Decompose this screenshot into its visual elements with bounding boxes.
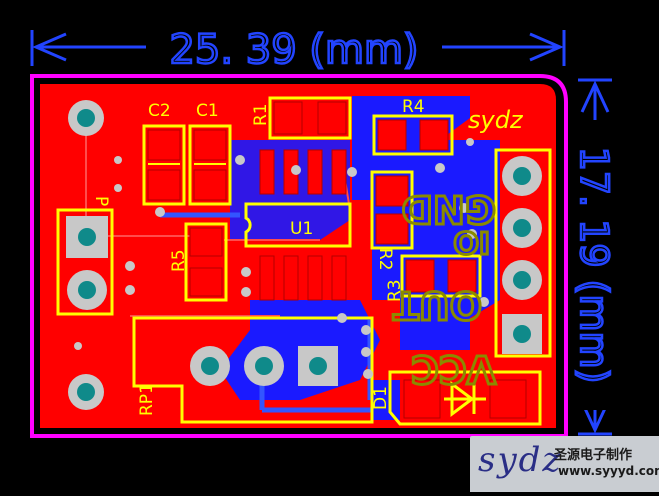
c2-pad bbox=[147, 169, 181, 201]
silkscreen-outlines bbox=[56, 96, 552, 426]
brand-mark: sydz bbox=[468, 106, 524, 134]
u1-designator: U1 bbox=[290, 219, 313, 239]
width-dimension: 25. 39 (mm) bbox=[30, 26, 566, 74]
watermark-url: www.syyyd.com bbox=[558, 464, 659, 478]
r1-designator: R1 bbox=[251, 103, 271, 126]
c2-designator: C2 bbox=[148, 101, 171, 121]
r1-pad bbox=[273, 101, 303, 135]
r4-pad bbox=[419, 119, 449, 151]
watermark-company: 圣源电子制作 bbox=[554, 448, 633, 463]
io-label: IO bbox=[453, 224, 490, 259]
c1-designator: C1 bbox=[196, 101, 219, 121]
vias bbox=[74, 138, 489, 379]
smd-pads bbox=[147, 101, 527, 419]
rp1-designator: RP1 bbox=[137, 383, 157, 416]
r4-designator: R4 bbox=[402, 97, 425, 117]
r5-pad bbox=[189, 267, 223, 297]
height-dimension: 17. 19 (mm) bbox=[571, 78, 617, 436]
watermark-logo: sydz bbox=[478, 440, 563, 480]
diode-symbol-icon bbox=[444, 381, 486, 417]
c2-pad bbox=[147, 129, 181, 161]
r3-pad bbox=[405, 259, 435, 293]
r3-designator: R3 bbox=[385, 279, 405, 302]
through-hole-pads bbox=[66, 100, 542, 410]
r1-pad bbox=[317, 101, 347, 135]
out-label: OUT bbox=[393, 283, 482, 327]
r3-pad bbox=[447, 259, 477, 293]
r2-pad bbox=[375, 213, 409, 245]
p-designator: P bbox=[91, 196, 111, 206]
d1-pad bbox=[403, 379, 441, 419]
d1-pad bbox=[489, 379, 527, 419]
watermark-banner: sydz 圣源电子制作 www.syyyd.com bbox=[470, 436, 659, 492]
r4-pad bbox=[377, 119, 407, 151]
gnd-label: GND bbox=[401, 187, 496, 231]
designators: C2 C1 R1 R4 sydz P U1 R5 R2 R3 RP1 D1 bbox=[91, 97, 524, 416]
r2-pad bbox=[375, 175, 409, 207]
u1-pins bbox=[259, 149, 347, 301]
vcc-label: VCC bbox=[411, 347, 496, 391]
bottom-silk-labels: GND IO OUT VCC bbox=[391, 186, 497, 393]
width-dimension-label: 25. 39 (mm) bbox=[169, 27, 418, 73]
bottom-traces bbox=[160, 212, 373, 413]
height-dimension-label: 17. 19 (mm) bbox=[572, 147, 616, 384]
d1-designator: D1 bbox=[371, 386, 391, 410]
c1-pad bbox=[193, 129, 227, 161]
r5-pad bbox=[189, 227, 223, 257]
c1-pad bbox=[193, 169, 227, 201]
r2-designator: R2 bbox=[375, 248, 395, 271]
r5-designator: R5 bbox=[169, 249, 189, 272]
